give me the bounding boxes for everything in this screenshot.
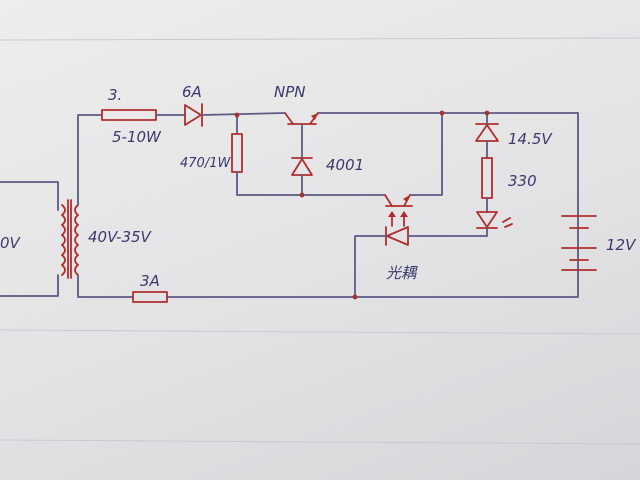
junction-dot xyxy=(352,294,358,300)
label-battery-voltage: 12V xyxy=(606,236,637,254)
label-fuse: 3A xyxy=(140,272,160,290)
npn-transistor xyxy=(284,112,319,141)
fuse-3a xyxy=(132,291,168,303)
junction-dot xyxy=(299,192,305,198)
optocoupler-led xyxy=(354,226,488,298)
label-bias-resistor: 470/1W xyxy=(180,156,231,171)
top-rail-left xyxy=(201,112,286,116)
optocoupler-transistor xyxy=(384,194,413,207)
optocoupler-light-arrows xyxy=(388,211,408,227)
junction-dot xyxy=(234,112,240,118)
zener-diode-4001 xyxy=(291,139,313,196)
label-led-resistor: 330 xyxy=(508,172,537,190)
led-resistor-330 xyxy=(481,157,493,199)
label-optocoupler: 光耦 xyxy=(386,264,418,282)
paper-ruling xyxy=(0,37,640,445)
bias-resistor xyxy=(231,114,386,196)
power-resistor xyxy=(101,109,157,121)
label-transistor-type: NPN xyxy=(274,83,306,101)
label-diode-rating: 6A xyxy=(182,83,202,101)
rectifier-diode xyxy=(184,103,203,127)
wire-opto-collector xyxy=(409,112,443,196)
transformer xyxy=(61,199,79,279)
label-resistor-power: 5-10W xyxy=(112,128,162,146)
junction-dot xyxy=(439,110,445,116)
label-resistor-value: 3. xyxy=(108,86,122,104)
label-input-voltage: 0V xyxy=(0,234,22,252)
label-zener-voltage: 14.5V xyxy=(508,130,553,148)
indicator-led xyxy=(476,197,513,237)
junction-dot xyxy=(484,110,490,116)
zener-diode-14v5 xyxy=(475,112,499,159)
label-zener-part: 4001 xyxy=(326,156,364,174)
label-transformer-output: 40V-35V xyxy=(88,228,153,246)
input-supply-wires xyxy=(0,181,59,297)
battery-12v xyxy=(561,215,597,271)
secondary-wires xyxy=(77,112,579,298)
